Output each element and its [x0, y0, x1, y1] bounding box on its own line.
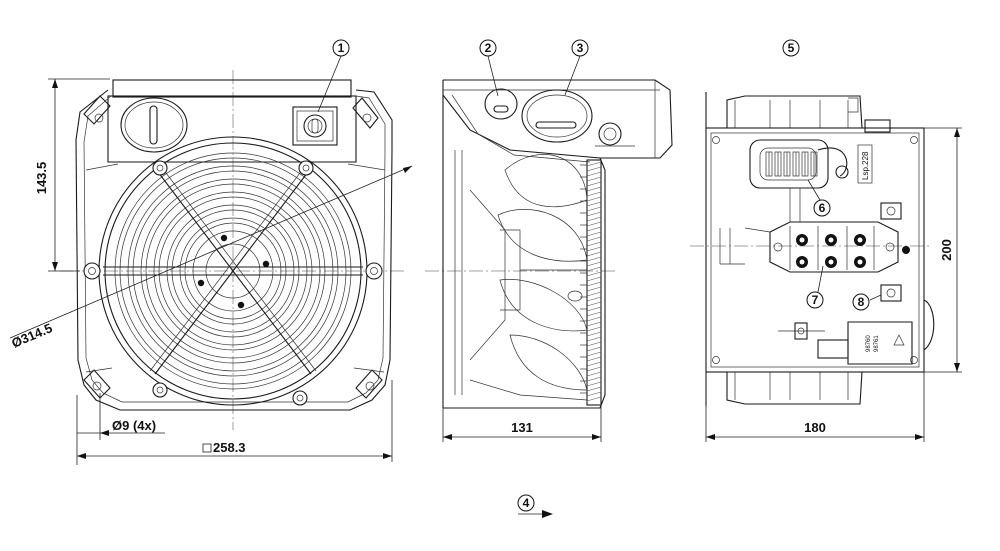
rear-earth-lug-top	[880, 202, 902, 220]
svg-text:6: 6	[819, 201, 826, 215]
rear-width-label: 180	[804, 420, 826, 435]
mount-holes-label: Ø9 (4x)	[112, 418, 156, 433]
callout-4	[517, 494, 535, 512]
side-small-gland	[484, 88, 518, 120]
impeller-blade-1	[504, 154, 588, 208]
rear-plate	[705, 127, 925, 373]
callout-1	[332, 39, 350, 57]
svg-text:3: 3	[577, 41, 584, 55]
rear-bottom-fins	[705, 371, 863, 406]
corner-pocket-br	[355, 369, 383, 399]
front-top-box	[107, 95, 357, 163]
svg-text:7: 7	[812, 293, 819, 307]
callout-2	[479, 39, 497, 57]
rear-terminal-screws	[789, 226, 875, 270]
side-depth-label: 131	[511, 420, 533, 435]
svg-text:1: 1	[338, 41, 345, 55]
rear-plate-label: Lsp.228	[861, 151, 870, 180]
side-guard-hatch	[580, 161, 602, 402]
impeller-blade-4	[509, 334, 588, 391]
svg-text:2: 2	[485, 41, 492, 55]
front-cable-gland	[120, 97, 188, 153]
rear-top-fins	[705, 92, 863, 129]
rear-connector-strip	[749, 139, 829, 189]
warning-triangle-icon	[893, 334, 905, 346]
svg-text:5: 5	[788, 41, 795, 55]
front-housing-outline	[75, 89, 393, 411]
impeller-blade-2	[497, 209, 588, 262]
svg-text:98761: 98761	[874, 335, 880, 352]
side-view: 2 3 131	[425, 39, 673, 442]
rear-cable-loop	[817, 147, 848, 177]
rear-terminal-block	[769, 221, 899, 273]
impeller-blade-3	[499, 279, 588, 332]
front-connector	[292, 106, 338, 146]
side-round-connector	[598, 122, 622, 146]
rear-view: Lsp.228 98760 98761 5 6	[690, 39, 962, 442]
rear-side-bulge	[923, 299, 935, 351]
front-gland-slot	[149, 105, 158, 145]
callout-5	[782, 39, 800, 57]
rear-height-label: 200	[939, 239, 954, 261]
callout-6	[813, 199, 831, 217]
callout-8	[852, 293, 870, 311]
side-top-body	[443, 79, 673, 159]
callout-3	[571, 39, 589, 57]
rear-earth-lug	[880, 284, 902, 302]
svg-text:8: 8	[858, 295, 865, 309]
side-guard-frame	[586, 159, 602, 406]
corner-pocket-tr	[352, 97, 379, 129]
corner-pocket-tl	[83, 95, 111, 125]
corner-pocket-bl	[83, 369, 111, 399]
guard-diameter-label: Ø314.5	[9, 320, 54, 350]
airflow-direction: 4	[517, 494, 553, 518]
square-size-label: 258.3	[213, 440, 246, 455]
svg-text:4: 4	[523, 496, 530, 510]
svg-text:98760: 98760	[866, 335, 872, 352]
guard-spokes	[103, 164, 363, 375]
airflow-arrow-icon	[542, 510, 553, 518]
rear-label-tab	[817, 339, 849, 359]
rear-label-plate	[847, 321, 913, 365]
front-top-cap	[112, 79, 352, 98]
side-housing-profile	[442, 94, 606, 409]
callout-7	[806, 291, 824, 309]
guard-mount-ears	[83, 160, 383, 406]
guard-diameter-leader	[9, 165, 413, 339]
front-view: Ø314.5 1 143.5 Ø9 (4x) 258.3	[9, 39, 413, 465]
rear-ground-screw	[902, 246, 910, 254]
side-large-gland	[521, 89, 593, 143]
front-height-label: 143.5	[34, 162, 49, 195]
rear-connector-pins	[765, 151, 818, 177]
